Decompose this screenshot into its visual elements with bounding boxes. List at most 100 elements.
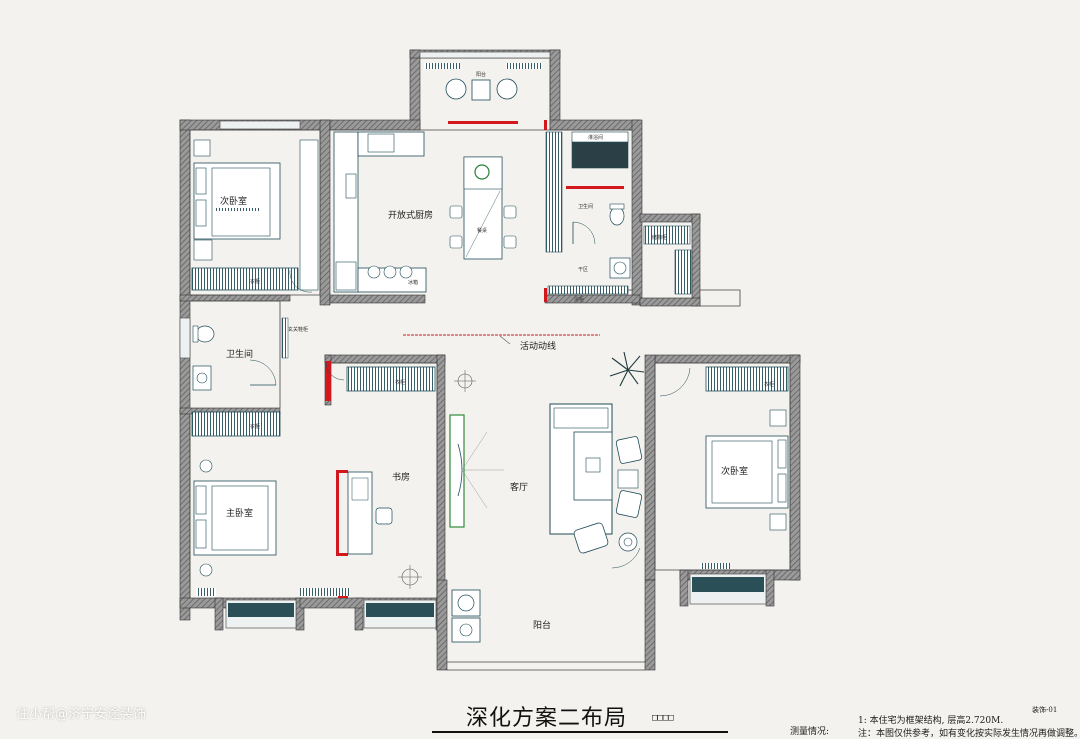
sofa-back <box>553 407 609 429</box>
label-dining: 餐桌 <box>477 227 487 234</box>
left-bathroom: 卫生间 玄关鞋柜 <box>192 269 313 391</box>
master-pillow-2 <box>195 519 207 549</box>
shower-tray <box>571 131 629 143</box>
dining-chair-2 <box>449 235 463 249</box>
sheet-code: 装饰-01 <box>1032 706 1058 714</box>
pillow-left-2 <box>195 199 207 227</box>
cooktop <box>345 173 357 199</box>
right-nightstand-2 <box>769 513 787 531</box>
island-top <box>463 156 503 190</box>
living-room: 客厅 <box>325 351 645 554</box>
shoe-cabinet <box>281 317 289 359</box>
label-secondary-bedroom-left: 次卧室 <box>220 195 247 207</box>
basin-left-bowl <box>196 372 208 384</box>
notes-label: 测量情况: <box>790 727 830 737</box>
bottom-balcony: 阳台 <box>451 589 551 643</box>
stool-2 <box>383 265 397 279</box>
title-underline <box>432 731 728 733</box>
label-shoe-cabinet: 玄关鞋柜 <box>288 326 308 333</box>
right-wardrobe <box>705 366 789 392</box>
vanity-bottom <box>547 285 629 295</box>
balcony-plants-left <box>424 63 460 69</box>
floor-lamp-inner <box>623 537 633 547</box>
master-lamp-2 <box>199 563 213 577</box>
floor-lamp <box>618 532 638 552</box>
master-bed <box>193 480 277 556</box>
label-balcony-bottom: 阳台 <box>533 619 551 631</box>
side-table <box>617 469 639 489</box>
right-pillow-1 <box>777 439 787 469</box>
left-secondary-bedroom: 次卧室 衣柜 <box>191 139 319 291</box>
master-wardrobe <box>191 411 281 437</box>
master-blanket <box>211 485 269 551</box>
right-pillow-2 <box>777 473 787 503</box>
label-dry-area: 干区 <box>578 267 588 273</box>
dining-chair-3 <box>503 205 517 219</box>
door-arc-entry <box>289 269 313 293</box>
right-bathroom: 淋浴间 卫生间 干区 浴柜 储物柜 <box>545 131 692 303</box>
storage-cabinet <box>643 225 691 245</box>
label-study: 书房 <box>392 471 410 483</box>
nightstand-2 <box>193 239 213 261</box>
balcony-plants-right <box>506 63 542 69</box>
basin-right-bowl <box>613 261 627 275</box>
shower-room <box>571 139 629 169</box>
master-lamp-1 <box>199 459 213 473</box>
stool-3 <box>399 265 413 279</box>
label-wardrobe: 衣柜 <box>250 278 260 285</box>
window-sills <box>228 577 764 617</box>
label-right-wardrobe: 衣柜 <box>764 381 774 388</box>
circulation-leader <box>499 335 511 345</box>
basin-left <box>192 365 212 391</box>
blanket-left <box>211 167 271 237</box>
label-bathroom-right: 卫生间 <box>578 203 593 210</box>
label-living-room: 客厅 <box>510 481 528 493</box>
tv-ray-3 <box>461 469 488 509</box>
coffee-table <box>573 431 613 501</box>
label-open-kitchen: 开放式厨房 <box>388 209 433 221</box>
label-fridge: 冰箱 <box>408 279 418 286</box>
storage-cabinet-2 <box>674 249 692 295</box>
top-balcony: 阳台 <box>424 63 542 101</box>
pillow-left-1 <box>195 167 207 195</box>
right-cabinet-column <box>545 131 563 253</box>
tv-ray-1 <box>461 431 488 471</box>
island-diag <box>465 190 501 258</box>
label-storage: 储物柜 <box>652 234 667 241</box>
master-bedroom: 衣柜 主卧室 <box>191 411 350 596</box>
right-secondary-bedroom: 衣柜 次卧室 <box>611 366 789 569</box>
sink <box>367 133 395 153</box>
master-pillow-1 <box>195 485 207 515</box>
toilet-left <box>195 325 215 343</box>
nightstand-1 <box>193 139 211 157</box>
wardrobe-left <box>191 267 299 291</box>
master-window-seat <box>300 588 350 596</box>
note-2: 注：本图仅供参考，如有变化按实际发生情况再做调整。 <box>858 729 1080 739</box>
label-study-wardrobe: 衣柜 <box>395 379 405 386</box>
note-1: 1: 本住宅为框架结构, 层高2.720M. <box>858 716 1004 726</box>
balcony-table <box>471 79 491 101</box>
armchair-1 <box>615 436 643 464</box>
study-desk <box>347 471 373 555</box>
dining-chair-4 <box>503 235 517 249</box>
door-arc-left-bath <box>249 359 277 386</box>
balcony-chair-2 <box>496 78 518 100</box>
basin-right <box>609 257 631 279</box>
laundry-sink-bowl <box>459 623 473 637</box>
circulation-label: 活动动线 <box>520 340 556 352</box>
washer <box>451 589 481 617</box>
plant-island <box>474 164 490 180</box>
bed-trim-left <box>215 208 260 211</box>
label-vanity: 浴柜 <box>574 296 584 303</box>
label-master-wardrobe: 衣柜 <box>250 423 260 430</box>
door-arc-right-bedroom-bottom <box>611 547 641 569</box>
fridge <box>335 261 357 291</box>
door-arc-right-bath <box>572 221 596 245</box>
toilet-right <box>609 206 625 226</box>
label-laundry: 淋浴间 <box>588 134 603 141</box>
right-nightstand-1 <box>769 409 787 427</box>
tv-cabinet <box>449 414 465 528</box>
palm-plant <box>609 351 645 387</box>
label-balcony-top: 阳台 <box>476 71 486 78</box>
page-title: 深化方案二布局 <box>466 706 628 731</box>
